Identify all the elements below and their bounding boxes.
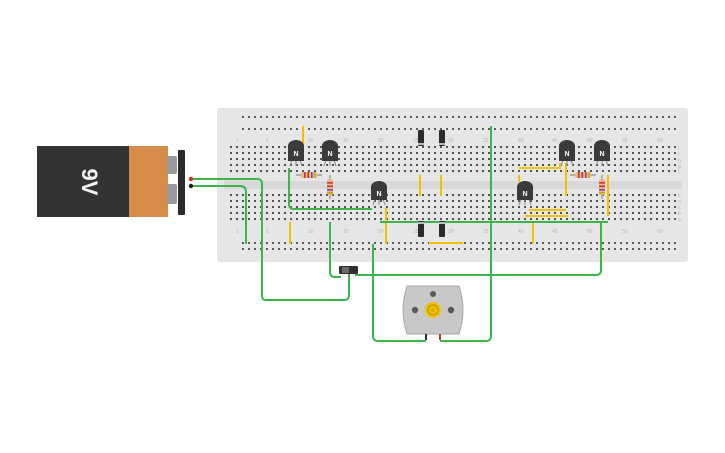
wire-transistor-link: [288, 168, 372, 210]
row-letter: h: [678, 158, 681, 164]
battery-positive-terminal: [188, 176, 194, 182]
transistor-label: N: [599, 151, 604, 158]
transistor-q4[interactable]: N: [517, 181, 533, 206]
column-number: 15: [343, 229, 349, 235]
battery-label: 9V: [77, 169, 102, 196]
resistor[interactable]: [599, 175, 605, 199]
column-number: 1: [236, 229, 239, 235]
column-number: 60: [657, 138, 663, 144]
column-number: 45: [552, 138, 558, 144]
column-number: 35: [483, 138, 489, 144]
transistor-label: N: [376, 191, 381, 198]
column-number: 10: [308, 229, 314, 235]
transistor-label: N: [522, 191, 527, 198]
column-number: 35: [483, 229, 489, 235]
column-number: 60: [657, 229, 663, 235]
row-letter: f: [678, 170, 680, 176]
column-number: 25: [413, 229, 419, 235]
column-number: 40: [518, 229, 524, 235]
row-letter: b: [678, 211, 681, 217]
wire-switch-in: [329, 222, 341, 278]
row-letter: i: [678, 152, 679, 158]
breadboard[interactable]: 1 5 10 15 20 25 30 35 40 45 50 55 60 1 5…: [217, 108, 688, 262]
dc-motor[interactable]: [402, 285, 464, 340]
column-number: 50: [587, 229, 593, 235]
diode[interactable]: [439, 221, 445, 237]
transistor-q2[interactable]: N: [322, 140, 338, 167]
column-number: 45: [552, 229, 558, 235]
jumper-wire: [519, 163, 561, 169]
battery-negative-terminal: [188, 183, 194, 189]
transistor-q1[interactable]: N: [288, 140, 304, 167]
wire-battery-negative: [193, 185, 247, 244]
diode[interactable]: [418, 221, 424, 237]
column-number: 55: [622, 229, 628, 235]
row-letter: a: [678, 217, 681, 223]
transistor-label: N: [327, 151, 332, 158]
diode[interactable]: [418, 130, 424, 146]
transistor-label: N: [564, 151, 569, 158]
resistor[interactable]: [327, 175, 333, 199]
battery-9v[interactable]: 9V: [37, 146, 194, 217]
column-number: 1: [236, 138, 239, 144]
column-number: 15: [343, 138, 349, 144]
transistor-q6[interactable]: N: [594, 140, 610, 167]
wire-switch-out: [355, 222, 602, 276]
row-letter: j: [677, 146, 679, 152]
column-number: 20: [378, 229, 384, 235]
column-number: 55: [622, 138, 628, 144]
column-number: 5: [266, 138, 269, 144]
row-letter: e: [678, 193, 681, 199]
column-number: 5: [266, 229, 269, 235]
transistor-q5[interactable]: N: [559, 140, 575, 167]
column-number: 30: [448, 229, 454, 235]
column-number: 50: [587, 138, 593, 144]
column-number: 10: [308, 138, 314, 144]
resistor[interactable]: [570, 172, 596, 178]
row-letter: g: [678, 164, 681, 170]
column-number: 40: [518, 138, 524, 144]
column-number: 25: [413, 138, 419, 144]
jumper-wires[interactable]: [289, 126, 609, 244]
wire-battery-positive: [193, 178, 350, 301]
battery-clip: [178, 150, 185, 215]
wire-motor-positive: [440, 126, 492, 342]
column-number: 30: [448, 138, 454, 144]
wire-motor-negative: [372, 244, 426, 342]
row-letter: c: [678, 205, 681, 211]
resistor[interactable]: [296, 172, 322, 178]
transistor-label: N: [293, 151, 298, 158]
row-letter: d: [678, 199, 681, 205]
diode[interactable]: [439, 130, 445, 146]
transistor-q3[interactable]: N: [371, 181, 387, 206]
column-number: 20: [378, 138, 384, 144]
slide-switch[interactable]: [339, 266, 358, 274]
